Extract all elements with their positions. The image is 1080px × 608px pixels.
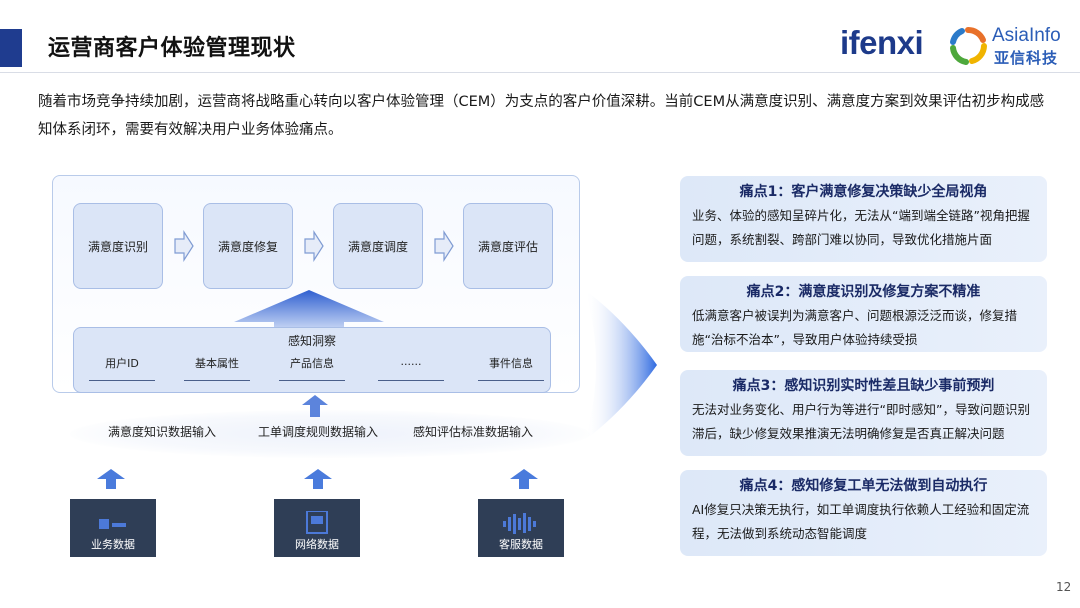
pain-point-title: 痛点2：满意度识别及修复方案不精准 — [746, 284, 981, 300]
sense-insight-panel: 感知洞察 用户ID 基本属性 产品信息 ...... 事件信息 — [73, 327, 551, 393]
sense-item-basic-attr: 基本属性 — [195, 357, 239, 370]
source-label: 网络数据 — [295, 538, 339, 551]
asiainfo-logo-cn: 亚信科技 — [994, 49, 1059, 67]
source-network-data: 网络数据 — [274, 499, 360, 557]
sense-underline — [89, 380, 155, 381]
customer-service-data-icon — [503, 513, 536, 534]
up-arrow-icon — [304, 469, 332, 489]
source-business-data: 业务数据 — [70, 499, 156, 557]
up-arrow-icon — [510, 469, 538, 489]
header-divider — [0, 72, 1080, 73]
pain-point-card-2: 痛点2：满意度识别及修复方案不精准 低满意客户被误判为满意客户、问题根源泛泛而谈… — [680, 276, 1047, 352]
input-satisfaction-knowledge: 满意度知识数据输入 — [108, 425, 217, 439]
input-sense-eval-standard: 感知评估标准数据输入 — [413, 425, 534, 439]
up-arrow-icon — [302, 395, 328, 417]
asiainfo-logo-text: AsiaInfo — [992, 25, 1061, 46]
input-ticket-schedule-rules: 工单调度规则数据输入 — [258, 425, 379, 439]
pain-point-body: 业务、体验的感知呈碎片化，无法从“端到端全链路”视角把握问题，系统割裂、跨部门难… — [692, 208, 1030, 247]
network-data-icon — [306, 511, 328, 534]
step-satisfaction-schedule: 满意度调度 — [333, 203, 423, 289]
intro-paragraph: 随着市场竞争持续加剧，运营商将战略重心转向以客户体验管理（CEM）为支点的客户价… — [38, 94, 1045, 138]
sense-underline — [279, 380, 345, 381]
arrow-right-icon — [174, 230, 194, 262]
sense-underline — [378, 380, 444, 381]
pain-point-body: AI修复只决策无执行，如工单调度执行依赖人工经验和固定流程，无法做到系统动态智能… — [692, 502, 1030, 541]
sense-item-user-id: 用户ID — [105, 357, 139, 370]
page-number: 12 — [1056, 580, 1072, 594]
title-accent-bar — [0, 29, 22, 67]
up-arrow-icon — [97, 469, 125, 489]
chevron-right-icon — [585, 290, 657, 440]
ifenxi-logo: ifenxi — [840, 24, 924, 61]
step-satisfaction-identify: 满意度识别 — [73, 203, 163, 289]
business-data-icon — [99, 519, 126, 529]
page-title: 运营商客户体验管理现状 — [48, 36, 296, 61]
pain-point-card-1: 痛点1：客户满意修复决策缺少全局视角 业务、体验的感知呈碎片化，无法从“端到端全… — [680, 176, 1047, 262]
pain-point-title: 痛点1：客户满意修复决策缺少全局视角 — [739, 184, 988, 200]
sense-item-event-info: 事件信息 — [489, 357, 533, 370]
source-label: 客服数据 — [499, 538, 543, 551]
sense-item-ellipsis: ...... — [400, 355, 422, 368]
sense-insight-title: 感知洞察 — [287, 334, 336, 348]
sense-item-product-info: 产品信息 — [290, 357, 334, 370]
pain-point-card-3: 痛点3：感知识别实时性差且缺少事前预判 无法对业务变化、用户行为等进行“即时感知… — [680, 370, 1047, 456]
asiainfo-logo-icon — [950, 26, 987, 65]
step-satisfaction-repair: 满意度修复 — [203, 203, 293, 289]
source-customer-service-data: 客服数据 — [478, 499, 564, 557]
pain-point-title: 痛点3：感知识别实时性差且缺少事前预判 — [732, 378, 995, 394]
data-input-band — [70, 410, 590, 458]
source-label: 业务数据 — [91, 538, 135, 551]
pain-point-card-4: 痛点4：感知修复工单无法做到自动执行 AI修复只决策无执行，如工单调度执行依赖人… — [680, 470, 1047, 556]
arrow-right-icon — [434, 230, 454, 262]
pain-point-title: 痛点4：感知修复工单无法做到自动执行 — [739, 478, 988, 494]
sense-underline — [184, 380, 250, 381]
up-arrow-icon — [234, 290, 384, 330]
sense-underline — [478, 380, 544, 381]
arrow-right-icon — [304, 230, 324, 262]
pain-point-body: 无法对业务变化、用户行为等进行“即时感知”，导致问题识别滞后，缺少修复效果推演无… — [692, 402, 1030, 441]
step-satisfaction-evaluate: 满意度评估 — [463, 203, 553, 289]
pain-point-body: 低满意客户被误判为满意客户、问题根源泛泛而谈，修复措施“治标不治本”，导致用户体… — [692, 308, 1018, 347]
